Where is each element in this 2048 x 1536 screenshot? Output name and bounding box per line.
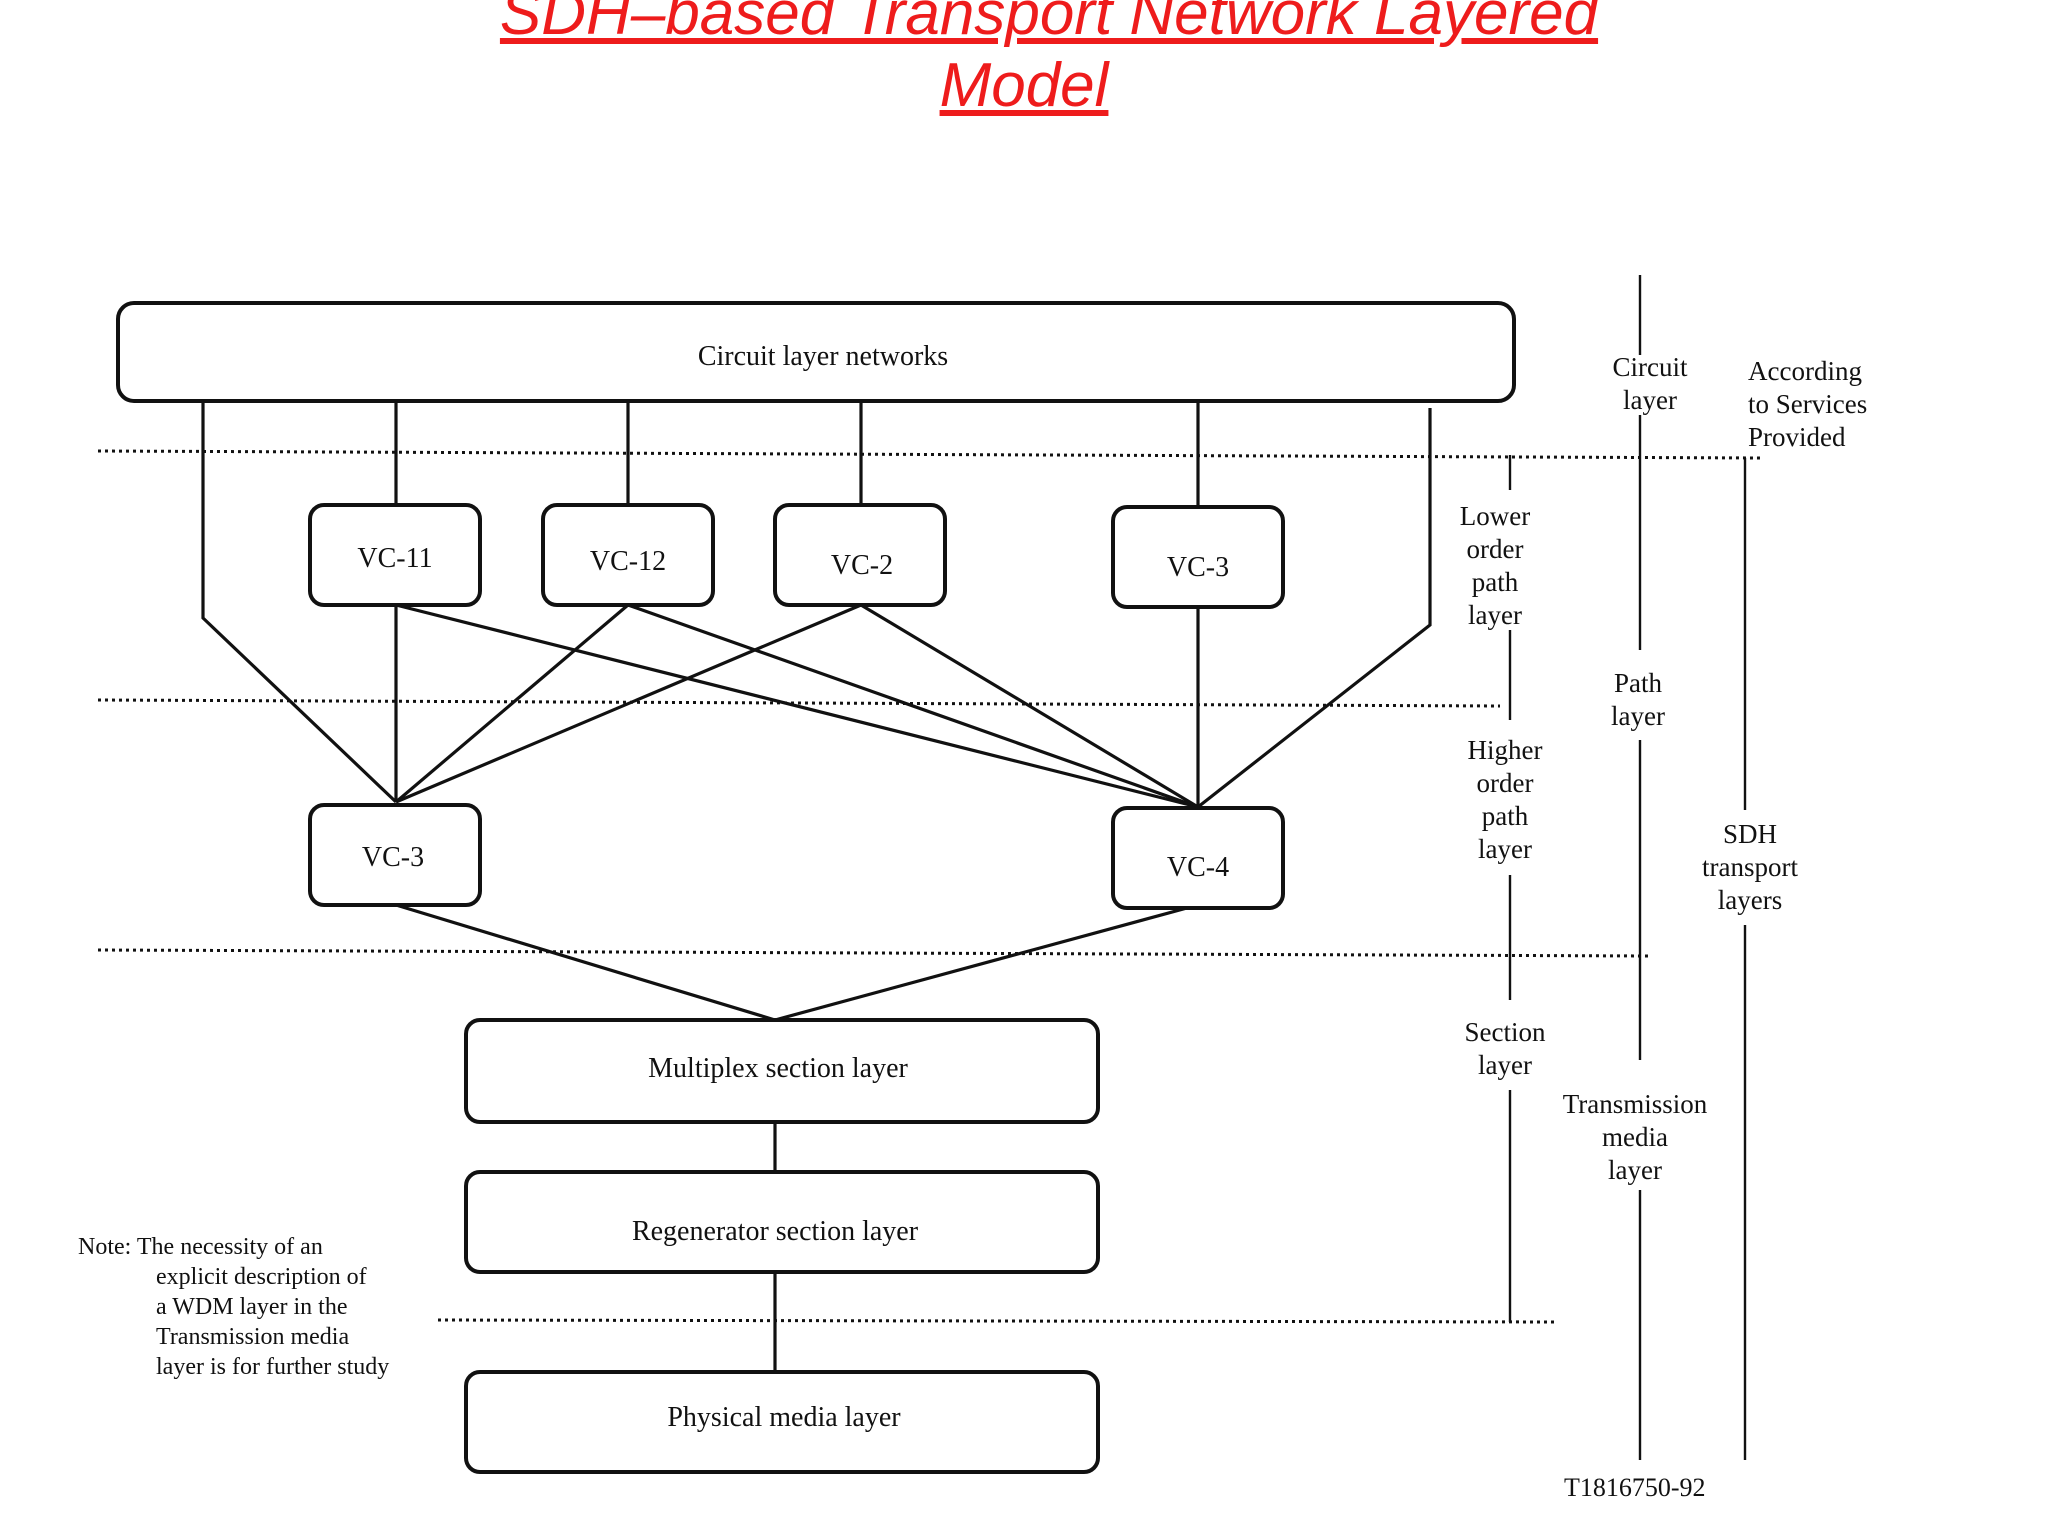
note-line-1: Note: The necessity of an (78, 1234, 323, 1260)
note-line-3: a WDM layer in the (156, 1294, 348, 1320)
conn-vc4-multiplex (774, 903, 1199, 1022)
conn-vc11-vc4 (395, 603, 1199, 809)
conn-vc12-vc4 (627, 603, 1199, 809)
svg-text:SDH: SDH (1723, 819, 1777, 849)
vc4-label: VC-4 (1167, 852, 1229, 883)
box-vc4: VC-4 (1111, 806, 1285, 910)
regenerator-section-label: Regenerator section layer (632, 1216, 919, 1247)
note-line-4: Transmission media (156, 1324, 349, 1350)
svg-text:order: order (1477, 768, 1534, 798)
svg-text:Circuit: Circuit (1613, 352, 1688, 382)
box-vc12: VC-12 (541, 503, 715, 607)
box-vc3-lower: VC-3 (1111, 505, 1285, 609)
layer-boundaries (97, 449, 1761, 1324)
svg-text:path: path (1482, 801, 1529, 831)
svg-text:layer: layer (1478, 1050, 1532, 1080)
svg-text:Section: Section (1465, 1017, 1546, 1047)
svg-text:layer: layer (1623, 385, 1677, 415)
label-according-to-services: According to Services Provided (1748, 356, 1867, 452)
conn-vc3-multiplex (395, 903, 776, 1022)
label-lower-order-path: Lower order path layer (1460, 501, 1530, 630)
svg-text:Transmission: Transmission (1563, 1089, 1708, 1119)
note-line-5: layer is for further study (156, 1354, 389, 1380)
vc2-label: VC-2 (831, 550, 893, 581)
circuit-layer-networks-label: Circuit layer networks (698, 341, 948, 372)
conn-circuit-vc4 (1197, 408, 1432, 809)
note-line-2: explicit description of (156, 1264, 367, 1290)
svg-text:Lower: Lower (1460, 501, 1530, 531)
svg-text:order: order (1467, 534, 1524, 564)
figure-id: T1816750-92 (1564, 1473, 1706, 1502)
title-line-1: SDH–based Transport Network Layered (499, 0, 1599, 48)
boundary-higher-section (97, 948, 1651, 958)
label-transmission-media: Transmission media layer (1563, 1089, 1708, 1185)
svg-text:layer: layer (1468, 600, 1522, 630)
conn-vc2-vc4 (860, 603, 1199, 809)
label-path: Path layer (1611, 668, 1665, 731)
label-sdh-transport: SDH transport layers (1702, 819, 1798, 915)
svg-text:According: According (1748, 356, 1862, 386)
box-vc3-higher: VC-3 (308, 803, 482, 907)
svg-text:Higher: Higher (1468, 735, 1543, 765)
svg-text:layer: layer (1478, 834, 1532, 864)
label-circuit: Circuit layer (1613, 352, 1688, 415)
multiplex-section-label: Multiplex section layer (648, 1053, 908, 1084)
svg-text:transport: transport (1702, 852, 1798, 882)
svg-text:path: path (1472, 567, 1519, 597)
layer-labels: Lower order path layer Higher order path… (1460, 352, 1799, 1185)
box-physical-media: Physical media layer (464, 1370, 1100, 1474)
svg-text:layers: layers (1718, 885, 1782, 915)
svg-text:Provided: Provided (1748, 422, 1846, 452)
wdm-note: Note: The necessity of an explicit descr… (78, 1234, 389, 1380)
box-regenerator-section: Regenerator section layer (464, 1170, 1100, 1274)
connections (201, 400, 1432, 1372)
box-multiplex-section: Multiplex section layer (464, 1018, 1100, 1124)
vc12-label: VC-12 (590, 546, 666, 577)
svg-text:media: media (1602, 1122, 1668, 1152)
boundary-lower-higher (97, 698, 1501, 708)
label-higher-order-path: Higher order path layer (1468, 735, 1543, 864)
vc3-lower-label: VC-3 (1167, 552, 1229, 583)
conn-vc2-vc3 (395, 603, 862, 804)
label-section: Section layer (1465, 1017, 1546, 1080)
vc11-label: VC-11 (357, 543, 432, 574)
svg-text:layer: layer (1608, 1155, 1662, 1185)
title-line-2: Model (939, 51, 1109, 120)
physical-media-label: Physical media layer (667, 1402, 901, 1433)
layer-scale-lines (1508, 275, 1747, 1460)
svg-text:layer: layer (1611, 701, 1665, 731)
svg-text:Path: Path (1614, 668, 1663, 698)
box-vc2: VC-2 (773, 503, 947, 607)
boundary-section-physical (437, 1318, 1556, 1324)
box-vc11: VC-11 (308, 503, 482, 607)
conn-vc12-vc3 (394, 603, 630, 804)
svg-text:to Services: to Services (1748, 389, 1867, 419)
vc3-higher-label: VC-3 (362, 842, 424, 873)
box-circuit-layer-networks: Circuit layer networks (116, 301, 1516, 403)
slide-title: SDH–based Transport Network Layered Mode… (0, 0, 2048, 122)
conn-circuit-vc3-higher (201, 400, 398, 804)
